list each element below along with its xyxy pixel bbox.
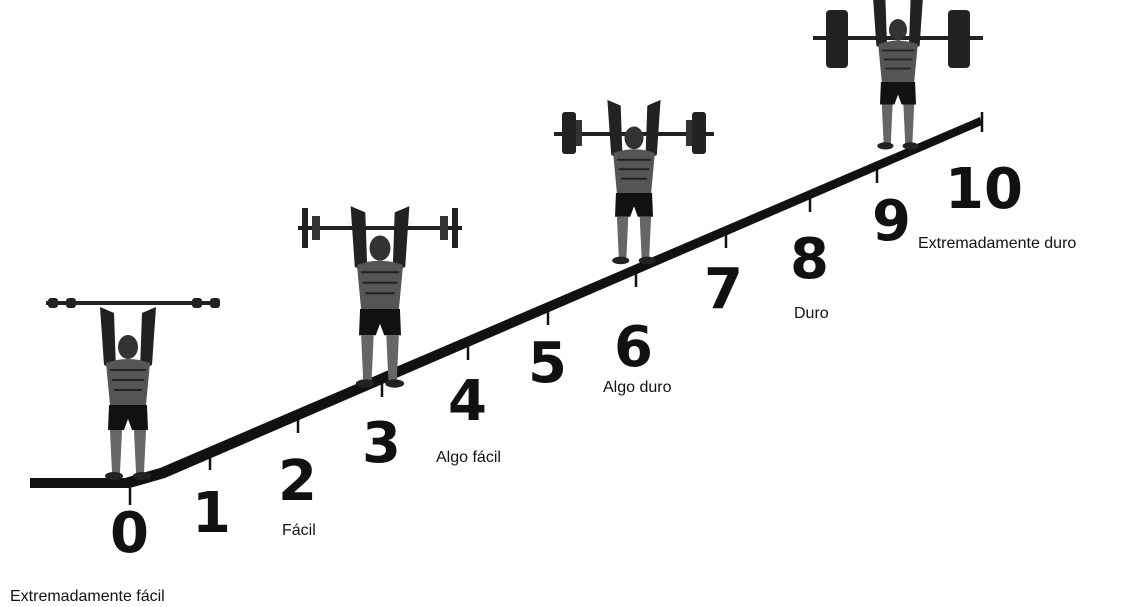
label-somewhat-easy: Algo fácil	[436, 449, 501, 466]
weightlifter-icon-light	[46, 298, 220, 481]
scale-number-10: 10	[945, 157, 1023, 222]
ramp-ticks	[128, 112, 984, 505]
label-extremely-hard: Extremadamente duro	[918, 235, 1076, 252]
scale-labels: Extremadamente fácil Fácil Algo fácil Al…	[10, 235, 1076, 605]
scale-numbers: 0 1 2 3 4 5 6 7 8 9 10	[110, 157, 1023, 566]
scale-number-4: 4	[448, 369, 487, 434]
scale-number-3: 3	[362, 411, 401, 476]
label-easy: Fácil	[282, 522, 316, 539]
scale-number-9: 9	[872, 189, 911, 254]
weightlifter-icon-medium	[298, 205, 462, 389]
scale-number-6: 6	[614, 315, 653, 380]
scale-number-7: 7	[704, 257, 743, 322]
weightlifter-icon-max	[813, 0, 983, 151]
weightlifter-icon-heavy	[554, 98, 714, 266]
scale-number-1: 1	[192, 481, 231, 546]
scale-number-0: 0	[110, 501, 149, 566]
label-somewhat-hard: Algo duro	[603, 379, 672, 396]
label-extremely-easy: Extremadamente fácil	[10, 588, 165, 605]
scale-number-8: 8	[790, 227, 829, 292]
scale-number-5: 5	[528, 331, 567, 396]
label-hard: Duro	[794, 305, 829, 322]
effort-ramp	[30, 112, 984, 505]
scale-number-2: 2	[278, 449, 317, 514]
